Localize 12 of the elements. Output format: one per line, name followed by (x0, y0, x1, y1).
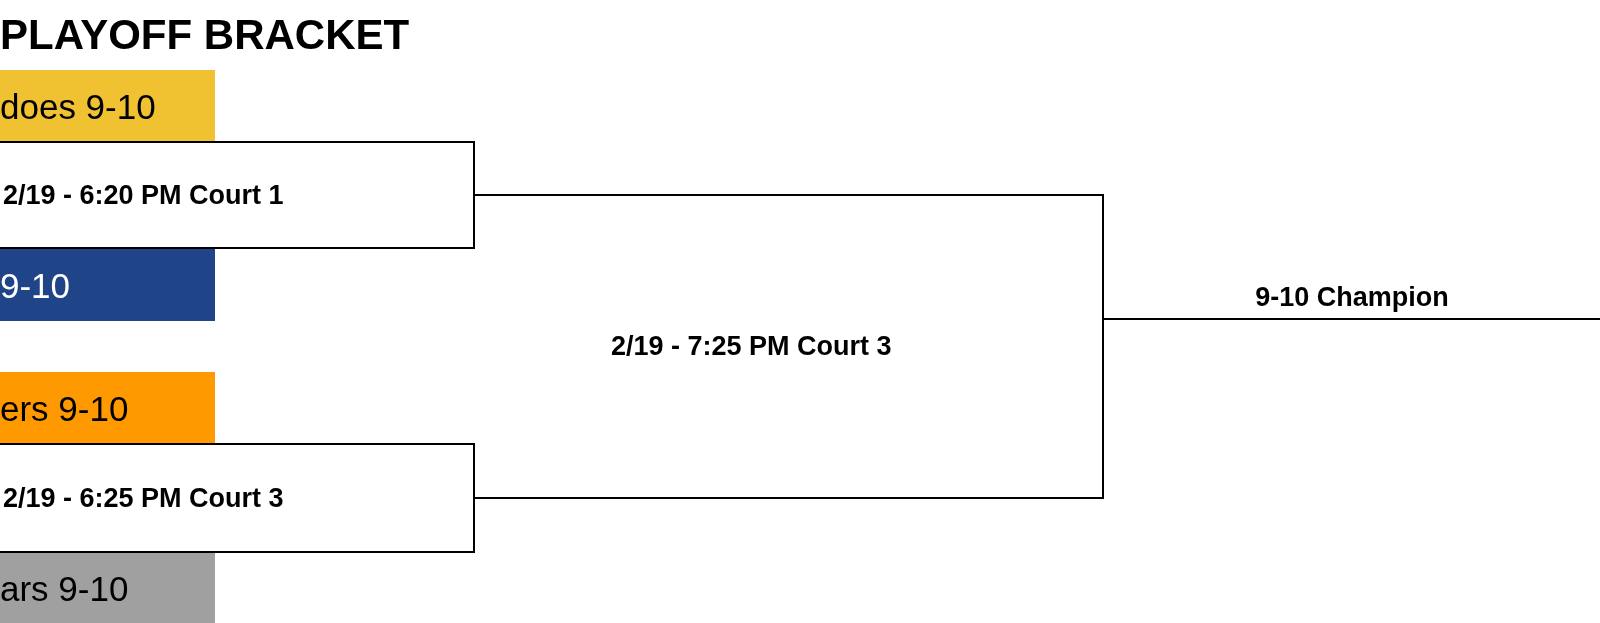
team-bar: ars 9-10 (0, 553, 215, 623)
game-box: 2/19 - 6:25 PM Court 3 (0, 443, 475, 553)
team-bar: 9-10 (0, 249, 215, 321)
bracket-line (1103, 318, 1600, 321)
title: PLAYOFF BRACKET (0, 14, 410, 56)
bracket-line (474, 497, 1103, 499)
game-box: 2/19 - 6:20 PM Court 1 (0, 141, 475, 249)
game-label: 2/19 - 7:25 PM Court 3 (611, 330, 892, 363)
team-bar: does 9-10 (0, 70, 215, 142)
edge-label: 9-10 Champion (1255, 284, 1449, 315)
bracket-line (474, 194, 1103, 196)
team-bar: ers 9-10 (0, 372, 215, 444)
